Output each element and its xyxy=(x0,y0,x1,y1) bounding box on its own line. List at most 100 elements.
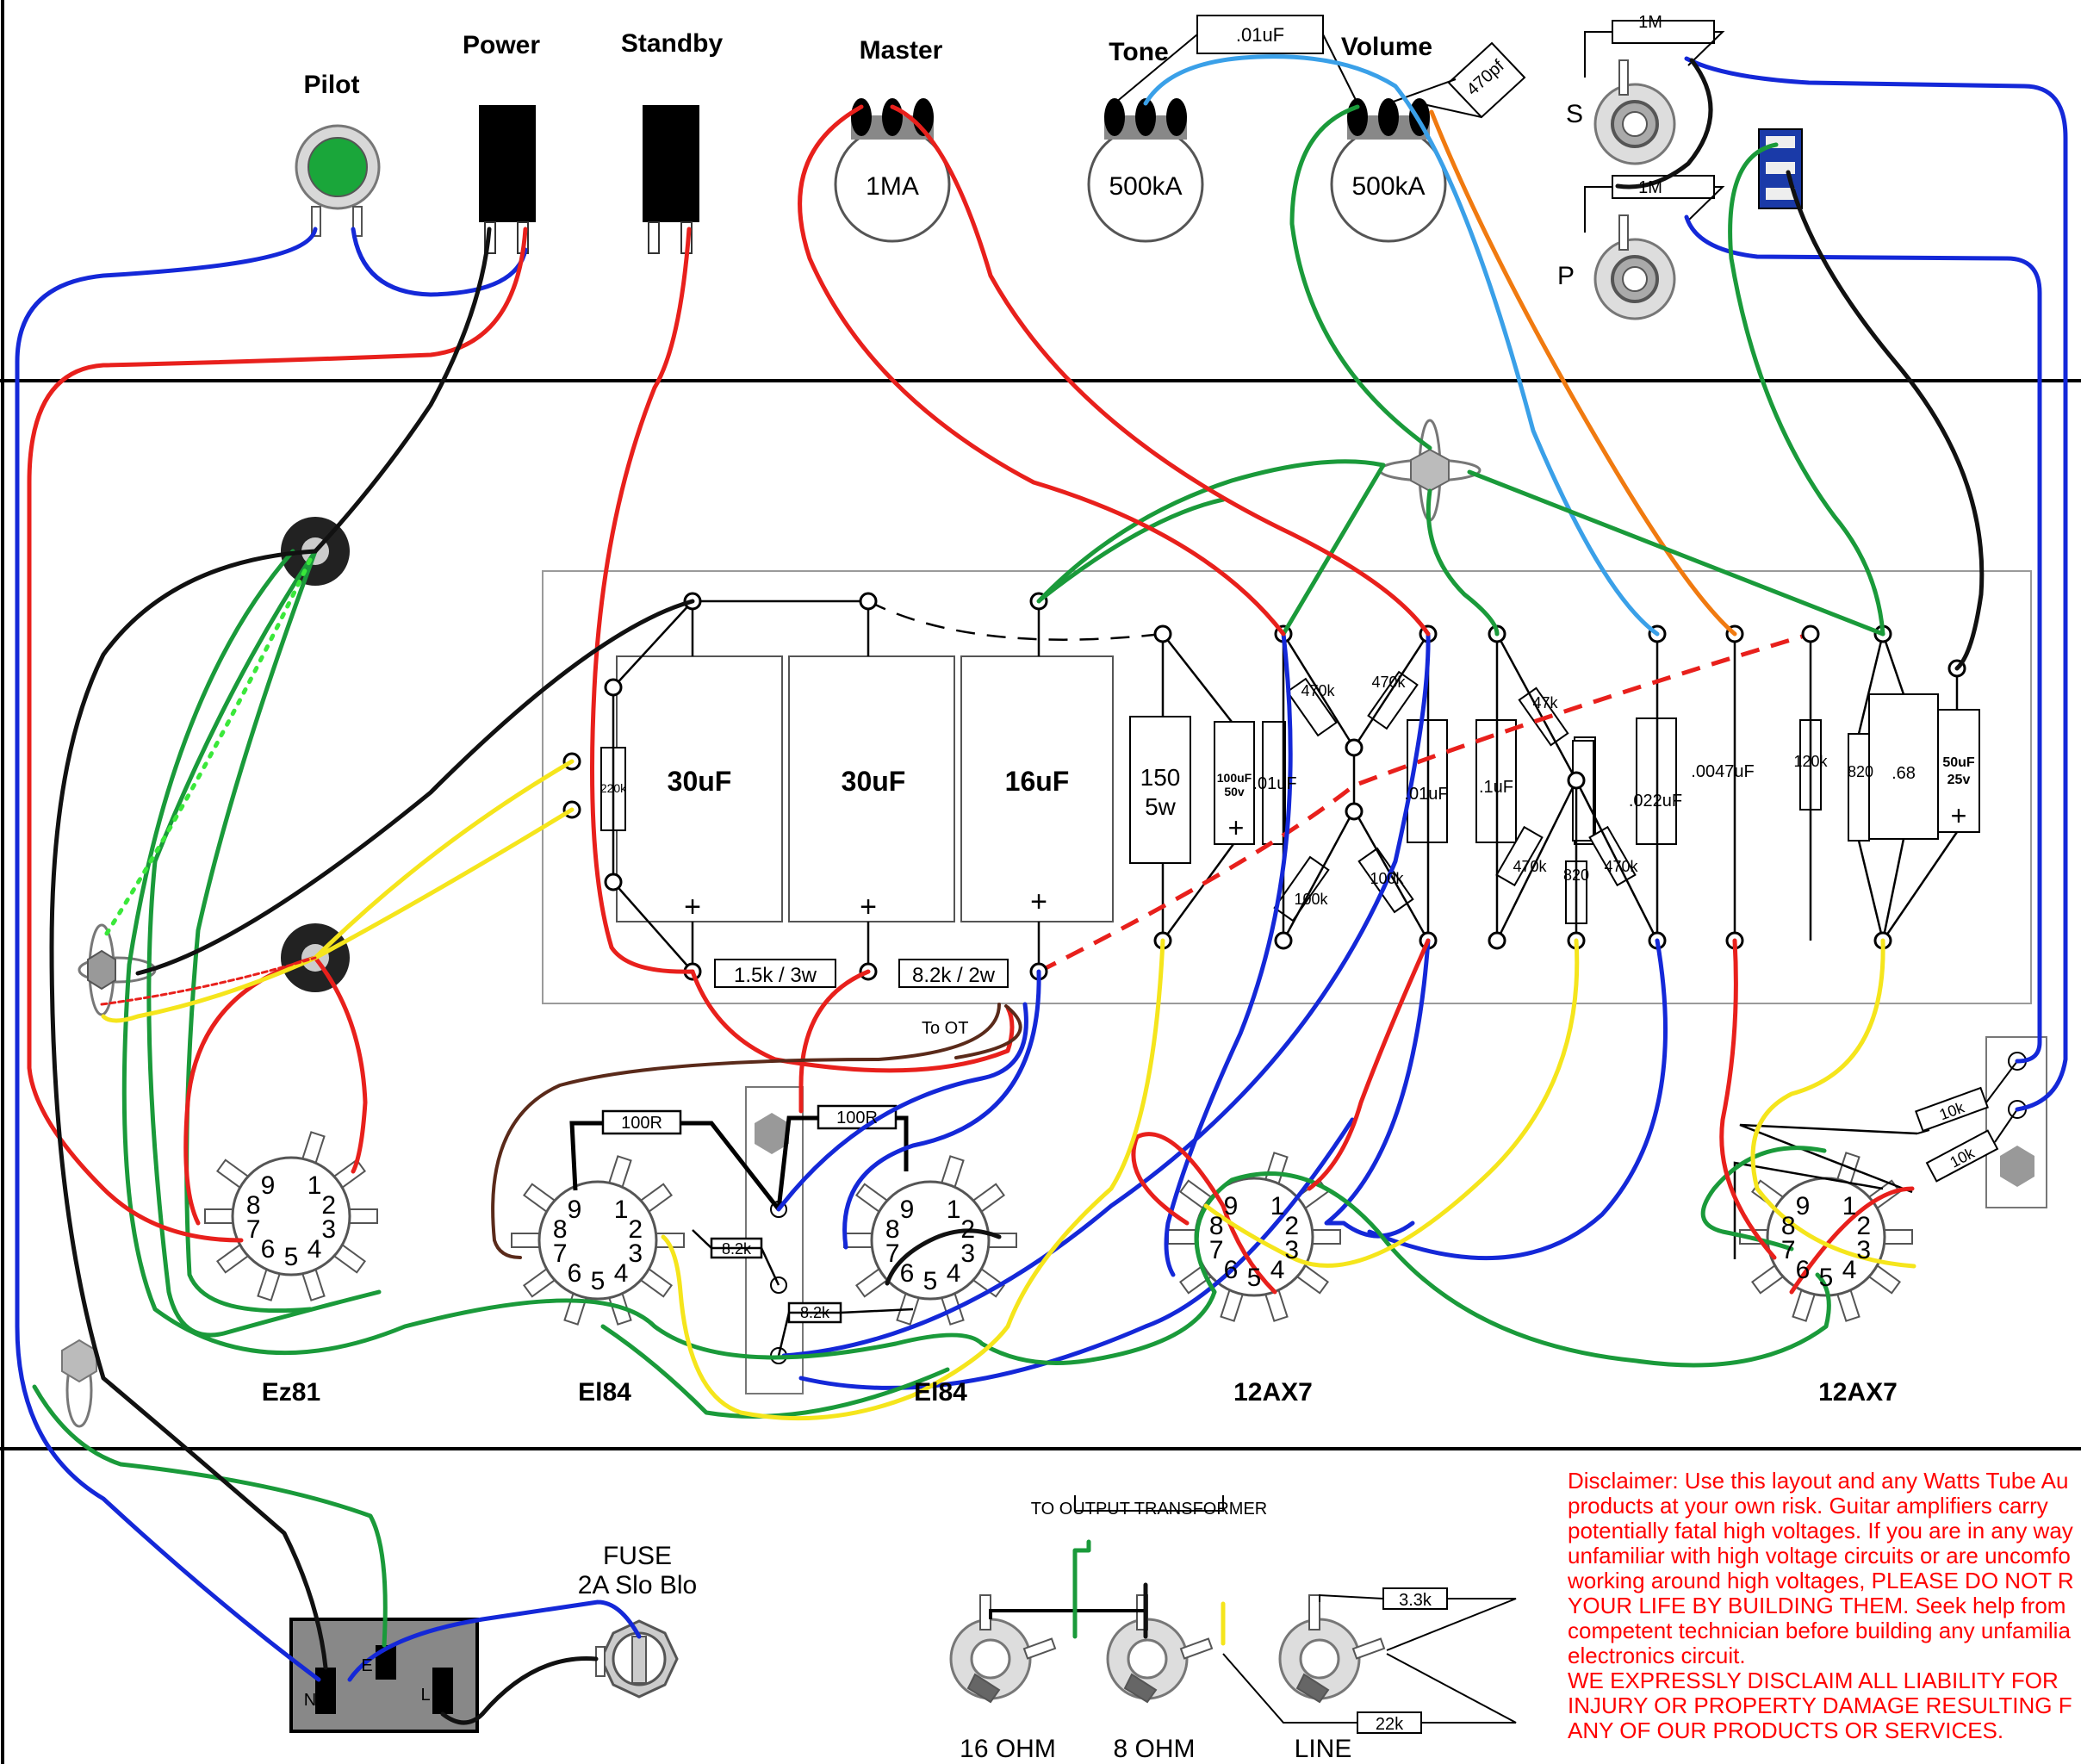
r22k-label: 22k xyxy=(1376,1715,1404,1734)
pin-number: 3 xyxy=(960,1239,975,1268)
tone-pot-value: 500kA xyxy=(1109,172,1182,201)
jack-p-res: 1M xyxy=(1638,178,1662,197)
disclaimer-line: Disclaimer: Use this layout and any Watt… xyxy=(1568,1469,2069,1494)
pin-number: 9 xyxy=(1796,1192,1811,1221)
pin-number: 4 xyxy=(1842,1256,1857,1284)
pin-number: 9 xyxy=(261,1171,276,1200)
input-jack-p xyxy=(1584,175,1725,320)
tone-label: Tone xyxy=(1109,38,1168,66)
disclaimer-line: working around high voltages, PLEASE DO … xyxy=(1568,1568,2074,1593)
el84a-label: El84 xyxy=(578,1378,631,1407)
r100r-b-label: 100R xyxy=(836,1109,878,1127)
disclaimer-line: unfamiliar with high voltage circuits or… xyxy=(1568,1543,2071,1568)
volume-pot xyxy=(1330,98,1447,243)
pin-number: 1 xyxy=(307,1171,322,1200)
pin-number: 3 xyxy=(628,1239,643,1268)
filter-caps xyxy=(616,655,1114,922)
master-label: Master xyxy=(860,36,943,65)
disclaimer-line: electronics circuit. xyxy=(1568,1643,1746,1668)
volume-label: Volume xyxy=(1341,33,1432,61)
8-ohm-label: 8 OHM xyxy=(1113,1735,1195,1763)
pin-number: 5 xyxy=(923,1267,938,1295)
disclaimer-line: ANY OF OUR PRODUCTS OR SERVICES. xyxy=(1568,1717,2004,1743)
pin-number: 5 xyxy=(1247,1264,1262,1292)
r820-label: 820 xyxy=(1563,866,1589,884)
board-leads xyxy=(612,599,1959,972)
pin-number: 6 xyxy=(900,1259,915,1288)
pin-number: 7 xyxy=(1209,1236,1224,1264)
tone-volume-cap-value: .01uF xyxy=(1236,24,1284,46)
to-ot-label: To OT xyxy=(922,1019,968,1038)
wires xyxy=(15,54,2068,1725)
pin-number: 2 xyxy=(628,1215,643,1244)
disclaimer-line: products at your own risk. Guitar amplif… xyxy=(1568,1493,2048,1519)
r47k-label: 47k xyxy=(1532,694,1558,711)
pin-number: 5 xyxy=(284,1243,299,1271)
pin-number: 1 xyxy=(1270,1192,1285,1221)
pin-number: 2 xyxy=(321,1191,336,1220)
fuse-holder xyxy=(595,1619,679,1699)
el84b-label: El84 xyxy=(914,1378,967,1407)
pin-number: 1 xyxy=(947,1196,961,1224)
r150-label-b: 5w xyxy=(1145,793,1177,820)
standby-label: Standby xyxy=(621,29,724,58)
dashed-red-lead xyxy=(1037,631,1811,974)
pin-number: 9 xyxy=(1224,1192,1239,1221)
c022-label: .022uF xyxy=(1629,792,1682,811)
c01b-label: .01uF xyxy=(1404,785,1448,804)
c50-label-b: 25v xyxy=(1947,773,1971,787)
c100-label-b: 50v xyxy=(1224,785,1245,798)
pin-number: 6 xyxy=(568,1259,582,1288)
cap2-plus: + xyxy=(860,891,877,923)
cap2-label: 30uF xyxy=(842,766,906,797)
12ax7b-label: 12AX7 xyxy=(1818,1378,1898,1407)
r100b-label: 100k xyxy=(1370,870,1404,887)
power-switch xyxy=(479,105,536,254)
tube-socket-el84a xyxy=(511,1155,685,1326)
pin-number: 2 xyxy=(1284,1212,1299,1240)
dashed-lead xyxy=(867,599,1164,641)
r220k-label: 220k xyxy=(600,781,627,795)
pin-number: 4 xyxy=(1270,1256,1285,1284)
master-pot xyxy=(834,98,951,243)
tube-socket-ez81 xyxy=(204,1131,378,1301)
cap3-label: 16uF xyxy=(1005,766,1070,797)
pin-number: 5 xyxy=(591,1267,606,1295)
pin-number: 7 xyxy=(885,1239,900,1268)
pin-number: 8 xyxy=(1209,1212,1224,1240)
ground-lug-rear xyxy=(61,1339,97,1428)
c68-label: .68 xyxy=(1892,764,1916,783)
disclaimer-line: INJURY OR PROPERTY DAMAGE RESULTING F xyxy=(1568,1693,2072,1718)
disclaimer-line: WE EXPRESSLY DISCLAIM ALL LIABILITY FOR xyxy=(1568,1668,2059,1693)
volume-pot-value: 500kA xyxy=(1351,172,1425,201)
pin-number: 2 xyxy=(1856,1212,1871,1240)
c100-plus: + xyxy=(1228,812,1245,843)
ground-lug-left xyxy=(78,923,157,1016)
pin-number: 1 xyxy=(1842,1192,1857,1221)
r100a-label: 100k xyxy=(1294,891,1328,908)
pin-number: 7 xyxy=(553,1239,568,1268)
tube-resistors xyxy=(569,1104,1918,1357)
pin-number: 4 xyxy=(307,1235,322,1264)
disclaimer: Disclaimer: Use this layout and any Watt… xyxy=(1568,1469,2081,1743)
disclaimer-line: YOUR LIFE BY BUILDING THEM. Seek help fr… xyxy=(1568,1593,2066,1618)
r3-3k-label: 3.3k xyxy=(1399,1591,1432,1610)
bright-cap xyxy=(1388,41,1526,119)
turret-board xyxy=(542,570,2032,1004)
pin-number: 8 xyxy=(553,1215,568,1244)
c0047-label: .0047uF xyxy=(1691,762,1754,781)
pin-number: 4 xyxy=(947,1259,961,1288)
pin-number: 8 xyxy=(246,1191,261,1220)
pilot-label: Pilot xyxy=(304,71,360,99)
fuse-rating: 2A Slo Blo xyxy=(578,1571,697,1599)
pin-number: 6 xyxy=(261,1235,276,1264)
disclaimer-line: competent technician before building any… xyxy=(1568,1618,2071,1643)
pin-number: 8 xyxy=(1781,1212,1796,1240)
jack-s-res: 1M xyxy=(1638,13,1662,32)
c100-label-a: 100uF xyxy=(1217,771,1252,785)
r820b-label: 820 xyxy=(1848,763,1873,780)
r470a-label: 470k xyxy=(1301,682,1335,699)
r8-2k-label: 8.2k / 2w xyxy=(912,964,996,987)
